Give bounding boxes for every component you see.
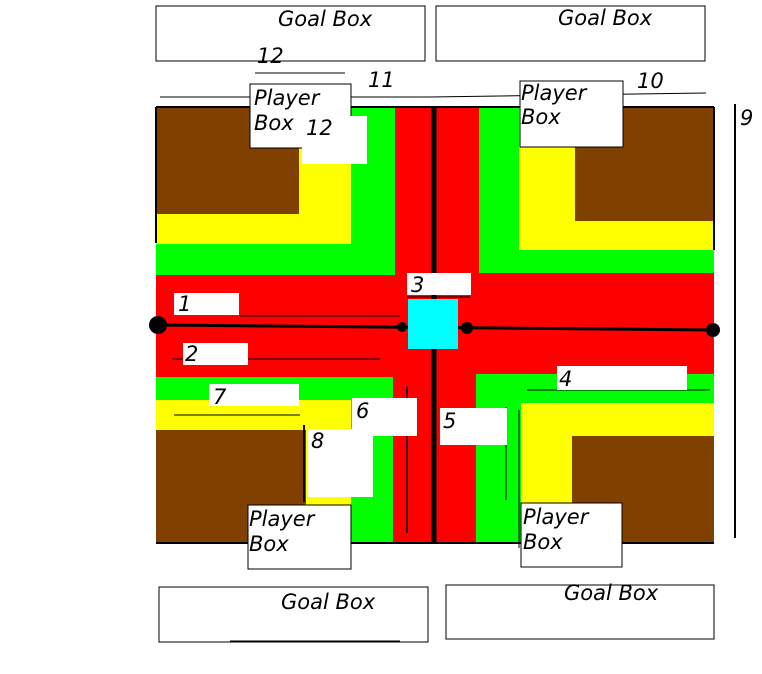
label-5: 5	[443, 409, 456, 433]
midfield-node-right	[461, 322, 473, 334]
player-box-top-right-label: Player Box	[521, 81, 593, 129]
player-box-bottom-right-label: Player Box	[523, 505, 595, 554]
center-marker	[408, 299, 458, 349]
label-8: 8	[311, 429, 324, 453]
label-12-top: 12	[257, 44, 284, 68]
goal-box-bottom-left: Goal Box	[158, 586, 429, 643]
goal-box-top-right-label: Goal Box	[558, 6, 653, 30]
goal-box-bottom-right: Goal Box	[445, 581, 715, 640]
midfield-end-left	[149, 316, 167, 334]
label-12-inner: 12	[306, 116, 333, 140]
label-2: 2	[185, 342, 198, 366]
goal-box-bottom-right-label: Goal Box	[564, 581, 659, 605]
midfield-node-left	[397, 322, 407, 332]
goal-box-top-left-label: Goal Box	[278, 7, 373, 31]
goal-box-top-right: Goal Box	[435, 5, 706, 62]
label-7: 7	[213, 385, 227, 409]
label-10: 10	[637, 69, 664, 93]
goal-box-top-left: Goal Box	[155, 5, 426, 62]
label-4: 4	[559, 367, 572, 391]
label-1: 1	[178, 292, 191, 316]
goal-box-bottom-left-label: Goal Box	[281, 590, 376, 614]
label-9: 9	[740, 106, 753, 130]
midfield-end-right	[706, 323, 720, 337]
label-11: 11	[368, 68, 395, 92]
player-box-top-right: Player Box	[519, 80, 624, 148]
player-box-top-left-label: Player Box	[254, 86, 326, 135]
label-6: 6	[356, 399, 369, 423]
label-3: 3	[411, 273, 424, 297]
player-box-bottom-left-label: Player Box	[249, 507, 321, 556]
player-box-bottom-left: Player Box	[247, 504, 352, 570]
player-box-bottom-right: Player Box	[520, 502, 623, 568]
